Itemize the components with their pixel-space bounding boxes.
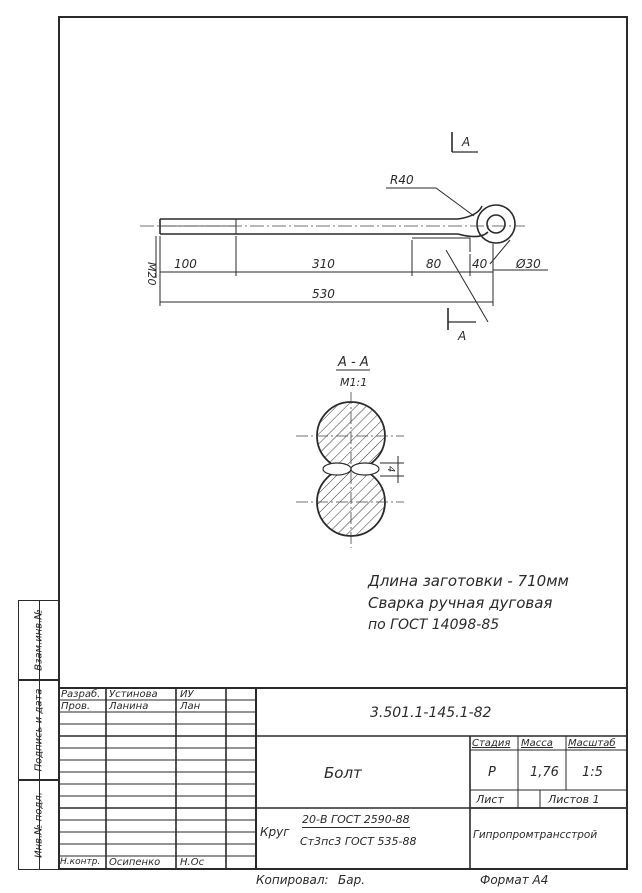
stage-value: Р [488, 765, 496, 780]
material-bottom: Ст3пс3 ГОСТ 535-88 [300, 835, 417, 848]
organization: Гипропромтрансстрой [473, 829, 598, 841]
section-mark-bottom: А [457, 329, 466, 343]
drawing-frame [58, 16, 628, 870]
dim-40: 40 [472, 257, 488, 271]
stage-header: Стадия [472, 738, 511, 749]
dim-overall: 530 [312, 287, 335, 301]
dimension-lines [159, 236, 548, 323]
sign-checker: Лан [180, 701, 201, 712]
dim-diameter: Ø30 [515, 257, 541, 271]
name-developer: Устинова [109, 689, 158, 700]
sheet-label: Лист [476, 793, 504, 806]
thread-label: М20 [145, 262, 158, 286]
doc-number: 3.501.1-145.1-82 [370, 705, 492, 721]
gap-dim: 4 [385, 466, 396, 472]
mass-header: Масса [521, 738, 553, 749]
section-marker-top [451, 132, 478, 153]
cross-section [296, 392, 404, 548]
note-welding: Сварка ручная дуговая [368, 594, 553, 612]
mass-value: 1,76 [530, 765, 559, 780]
scale-header: Масштаб [568, 738, 616, 749]
role-developer: Разраб. [61, 689, 101, 700]
section-scale: М1:1 [340, 376, 367, 389]
name-checker: Ланина [109, 701, 149, 712]
scale-value: 1:5 [582, 765, 603, 780]
section-marker-bottom [447, 308, 476, 330]
copied-sign: Бар. [338, 873, 366, 887]
dim-80: 80 [426, 257, 442, 271]
name-norm-control: Осипенко [109, 857, 161, 868]
role-norm-control: Н.контр. [60, 857, 101, 867]
sign-developer: ИУ [180, 689, 194, 700]
side-stamp-replace: Взам.инв.№ [18, 600, 58, 680]
note-standard: по ГОСТ 14098-85 [368, 617, 500, 633]
bolt-body [159, 204, 516, 252]
part-name: Болт [324, 764, 362, 782]
material-top: 20-В ГОСТ 2590-88 [302, 813, 410, 828]
dim-310: 310 [312, 257, 335, 271]
section-title: А - А [337, 355, 369, 370]
dim-100: 100 [174, 257, 197, 271]
sheets-label: Листов 1 [548, 793, 600, 806]
role-checker: Пров. [61, 701, 91, 712]
format-label: Формат А4 [480, 873, 549, 887]
material-prefix: Круг [260, 825, 290, 839]
section-mark-top: А [461, 135, 470, 149]
note-blank-length: Длина заготовки - 710мм [368, 572, 569, 590]
side-stamp-inventory: Инв.№ подл. [18, 780, 58, 870]
title-block-grid [58, 687, 628, 870]
sign-norm-control: Н.Ос [180, 857, 205, 868]
side-stamp-signature: Подпись и дата [18, 680, 58, 780]
radius-label: R40 [390, 173, 414, 187]
copied-label: Копировал: [256, 873, 329, 887]
